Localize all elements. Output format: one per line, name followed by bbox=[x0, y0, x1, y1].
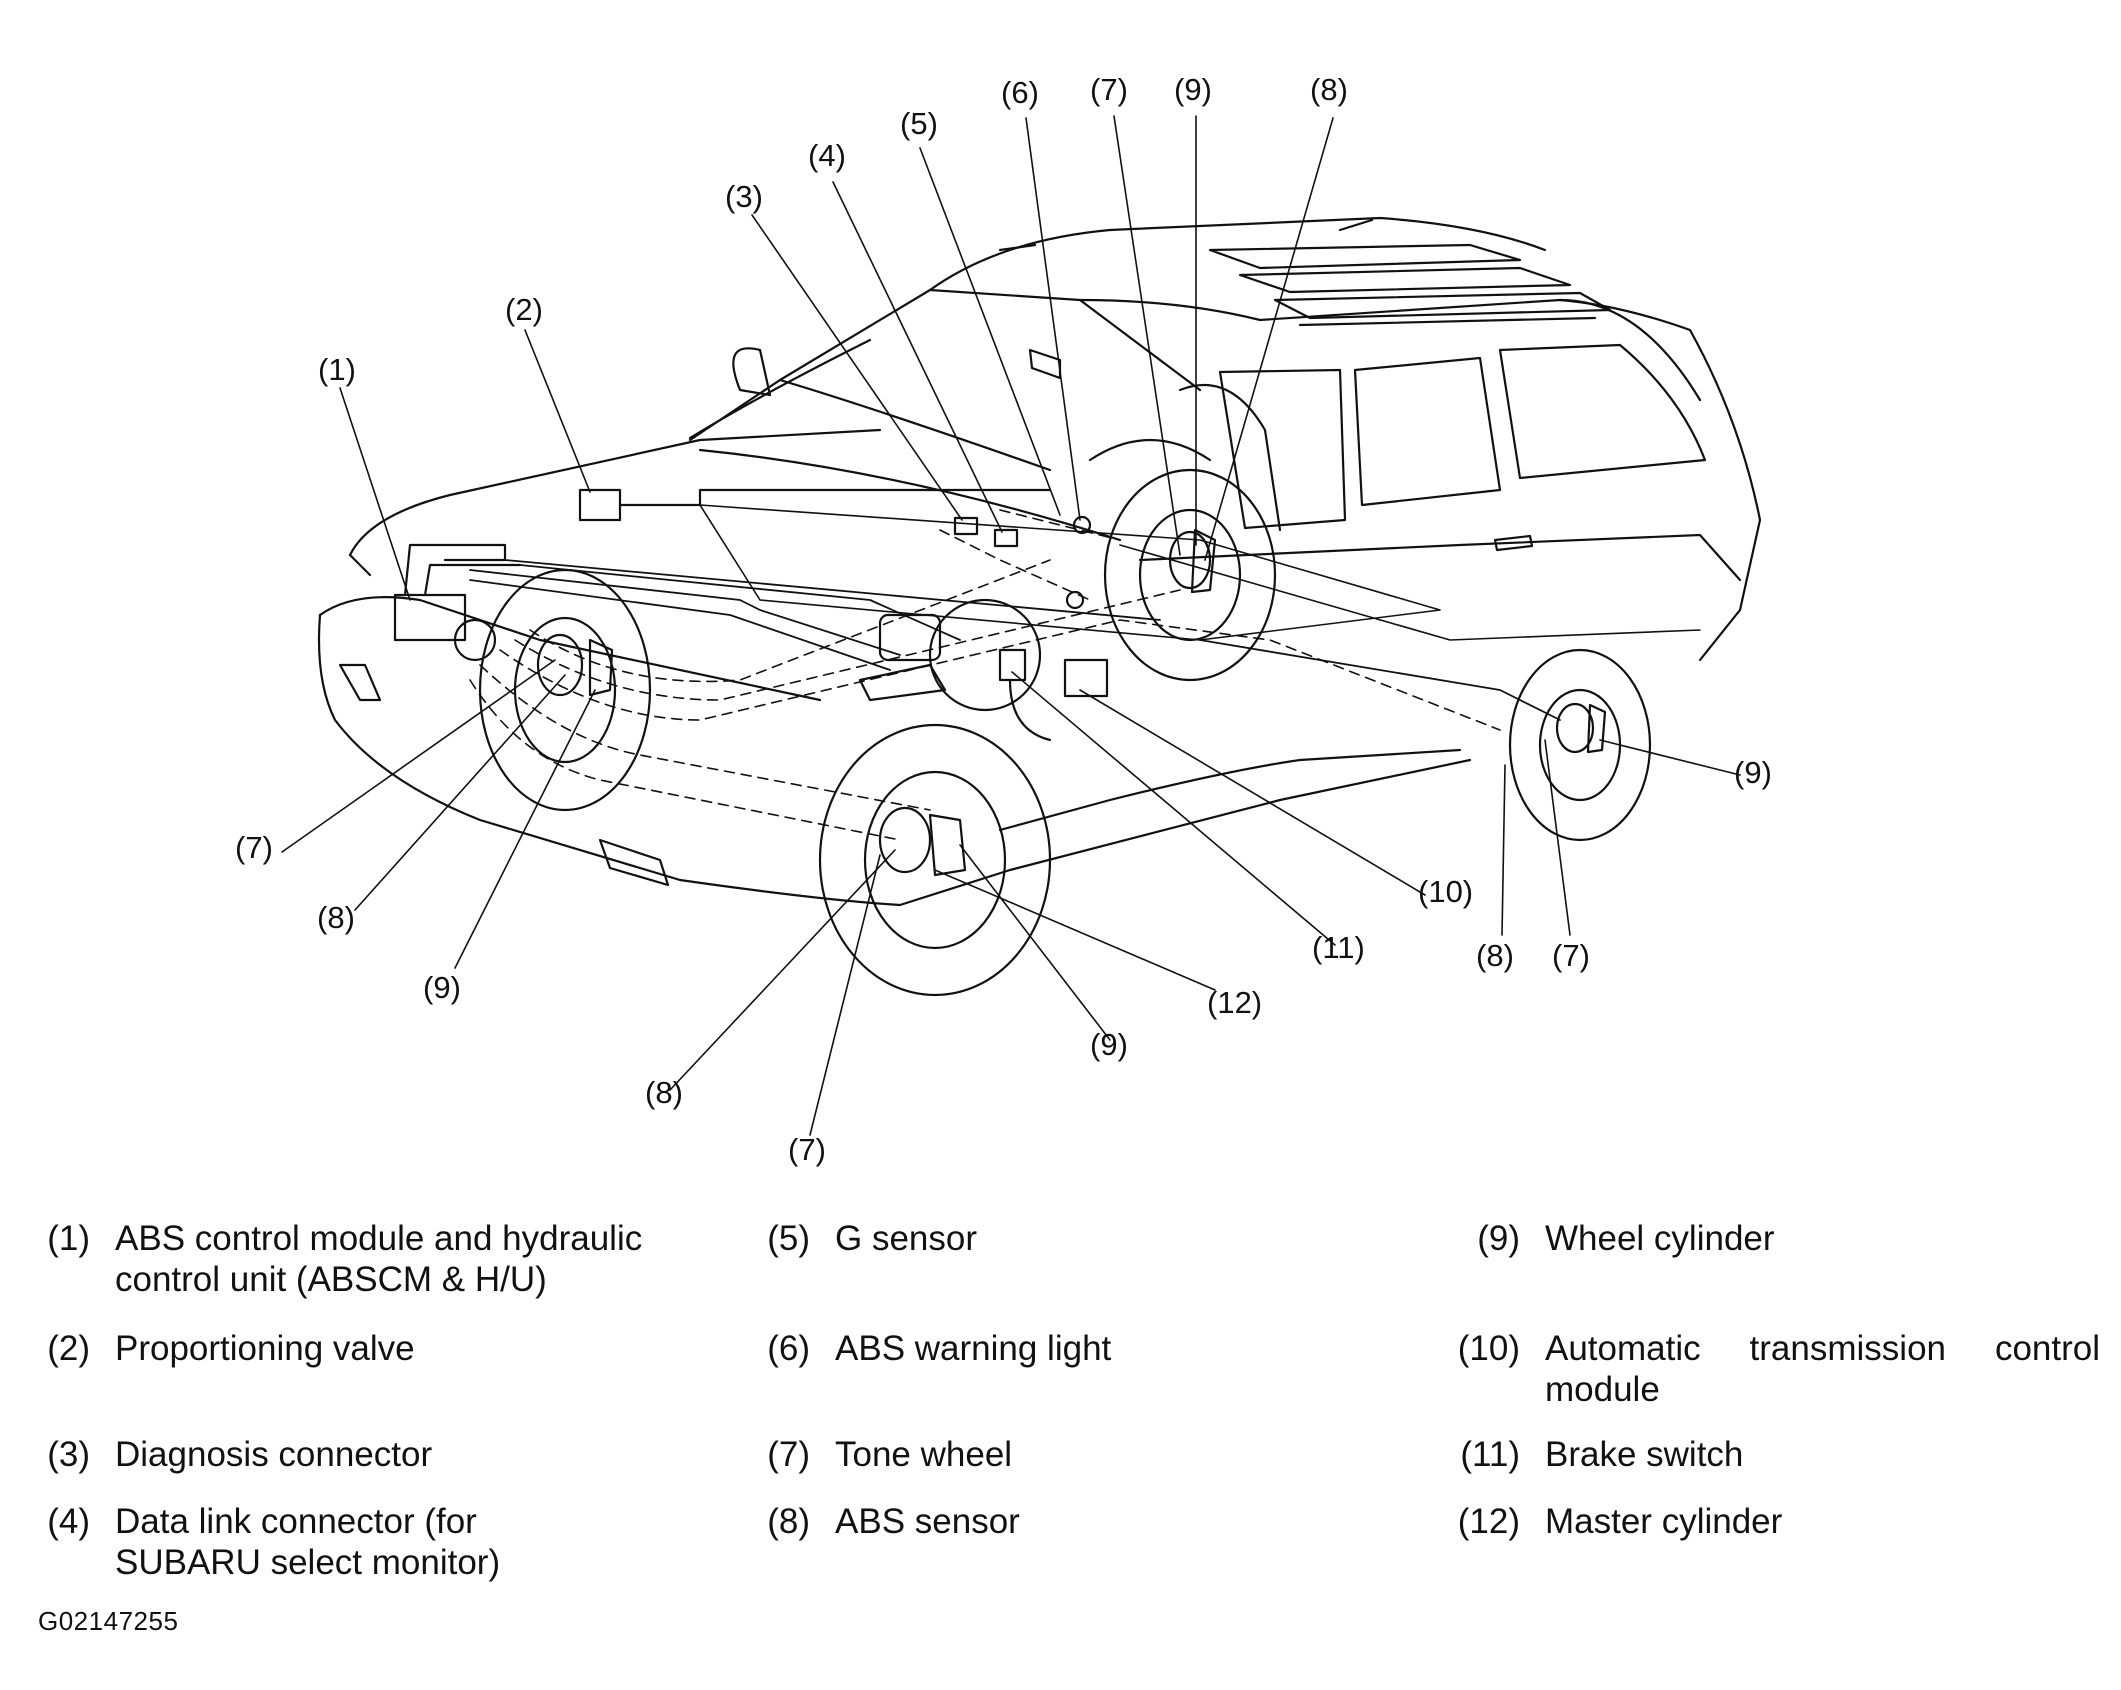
legend-text: Proportioning valve bbox=[115, 1329, 415, 1368]
callout-7-front-right: (7) bbox=[788, 1132, 826, 1167]
legend-text: Automatic transmission control module bbox=[1545, 1329, 2100, 1409]
legend-num: (12) bbox=[1457, 1502, 1520, 1541]
legend-num: (7) bbox=[767, 1435, 810, 1474]
legend-num: (10) bbox=[1457, 1329, 1520, 1368]
front-right-wheel bbox=[818, 723, 1052, 997]
figure-code: G02147255 bbox=[38, 1606, 179, 1636]
legend-num: (5) bbox=[767, 1219, 810, 1258]
legend-text: G sensor bbox=[835, 1219, 977, 1258]
sensor-harness bbox=[469, 509, 1501, 841]
front-left-wheel bbox=[478, 568, 652, 812]
callout-10: (10) bbox=[1418, 874, 1473, 909]
callout-3: (3) bbox=[725, 179, 763, 214]
rear-left-wheel bbox=[1103, 468, 1277, 682]
legend-num: (6) bbox=[767, 1329, 810, 1368]
legend: (1) ABS control module and hydraulic con… bbox=[0, 1218, 2121, 1608]
callout-9-top: (9) bbox=[1174, 72, 1212, 107]
legend-text: Brake switch bbox=[1545, 1435, 1744, 1474]
legend-text: Tone wheel bbox=[835, 1435, 1013, 1474]
callout-7-front-left: (7) bbox=[235, 830, 273, 865]
legend-text: ABS sensor bbox=[835, 1502, 1020, 1541]
legend-text: Wheel cylinder bbox=[1545, 1219, 1775, 1258]
callout-5: (5) bbox=[900, 106, 938, 141]
callout-6: (6) bbox=[1001, 75, 1039, 110]
leader-lines bbox=[281, 115, 1741, 1136]
legend-text: ABS warning light bbox=[835, 1329, 1112, 1368]
callout-9-front-left: (9) bbox=[423, 970, 461, 1005]
callout-8-front-right: (8) bbox=[645, 1075, 683, 1110]
callout-12: (12) bbox=[1207, 985, 1262, 1020]
abs-hydraulic-unit bbox=[393, 543, 522, 662]
callout-labels: (1) (2) (3) (4) (5) (6) (7) (9) (8) (7) … bbox=[235, 72, 1772, 1167]
callout-7-top: (7) bbox=[1090, 72, 1128, 107]
legend-text: Data link connector (for SUBARU select m… bbox=[115, 1502, 501, 1582]
brake-lines bbox=[469, 559, 1561, 721]
legend-text: Diagnosis connector bbox=[115, 1435, 433, 1474]
legend-num: (4) bbox=[47, 1502, 90, 1541]
legend-num: (2) bbox=[47, 1329, 90, 1368]
legend-num: (11) bbox=[1460, 1435, 1520, 1474]
proportioning-valve bbox=[578, 488, 1052, 522]
legend-num: (8) bbox=[767, 1502, 810, 1541]
legend-text: ABS control module and hydraulic control… bbox=[115, 1219, 643, 1299]
callout-2: (2) bbox=[505, 292, 543, 327]
callout-1: (1) bbox=[318, 352, 356, 387]
callout-8-rear-right: (8) bbox=[1476, 938, 1514, 973]
legend-num: (9) bbox=[1477, 1219, 1520, 1258]
brake-switch bbox=[998, 648, 1052, 742]
rear-right-wheel bbox=[1508, 648, 1652, 842]
callout-11: (11) bbox=[1312, 930, 1365, 965]
legend-text: Master cylinder bbox=[1545, 1502, 1783, 1541]
callout-8-top: (8) bbox=[1310, 72, 1348, 107]
legend-num: (3) bbox=[47, 1435, 90, 1474]
at-control-module bbox=[1063, 658, 1109, 698]
callout-9-rear-right: (9) bbox=[1734, 755, 1772, 790]
connectors bbox=[953, 515, 1092, 610]
callout-8-front-left: (8) bbox=[317, 900, 355, 935]
callout-9-front-right: (9) bbox=[1090, 1027, 1128, 1062]
callout-4: (4) bbox=[808, 138, 846, 173]
callout-7-rear-right: (7) bbox=[1552, 938, 1590, 973]
car-body bbox=[317, 216, 1762, 907]
legend-num: (1) bbox=[47, 1219, 90, 1258]
